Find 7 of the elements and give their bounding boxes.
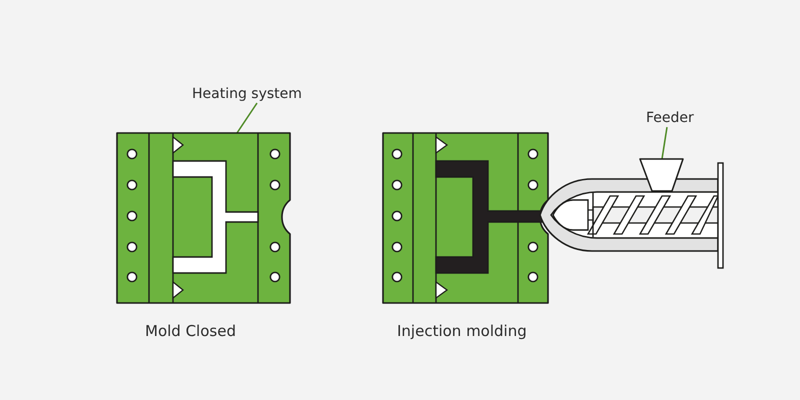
callout-label: Feeder (646, 110, 694, 126)
caption: Injection molding (397, 323, 527, 340)
callout-label: Heating system (192, 86, 302, 102)
leader-line (661, 126, 668, 160)
mold-drawing (116, 132, 292, 305)
caption: Mold Closed (145, 323, 236, 340)
leader-line (236, 102, 258, 134)
